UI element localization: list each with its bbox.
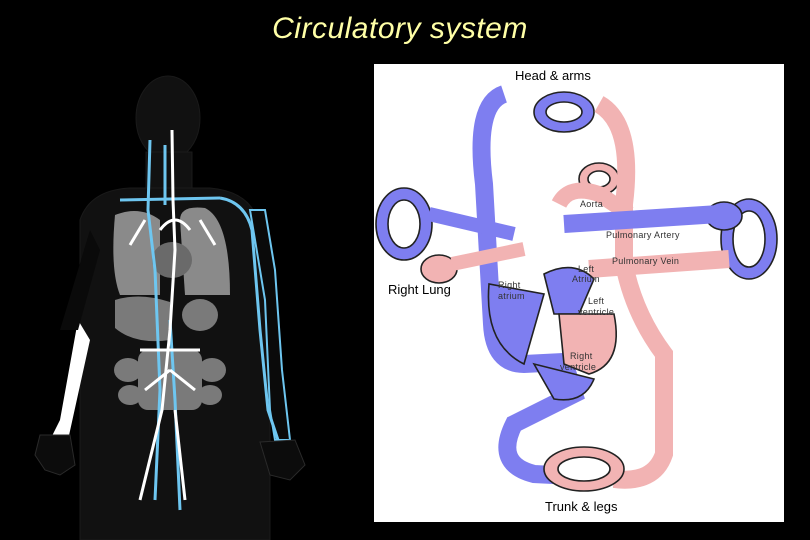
stomach	[182, 299, 218, 331]
label-right-ventricle-2: ventricle	[560, 362, 596, 372]
label-trunk-legs: Trunk & legs	[545, 499, 618, 514]
intestines	[114, 350, 226, 410]
label-right-ventricle-1: Right	[570, 351, 593, 361]
label-pulmonary-vein: Pulmonary Vein	[612, 256, 679, 266]
label-left-atrium-2: Atrium	[572, 274, 600, 284]
label-left-atrium-1: Left	[578, 264, 594, 274]
right-lung-loop	[376, 188, 457, 283]
label-right-atrium-2: atrium	[498, 291, 525, 301]
human-body-illustration	[20, 70, 340, 540]
heart	[152, 242, 192, 278]
right-hand	[35, 435, 75, 475]
label-head-arms: Head & arms	[515, 68, 591, 83]
pulmonary-artery	[564, 214, 719, 224]
label-left-lung: Left Lung	[712, 305, 766, 320]
label-right-atrium-1: Right	[498, 280, 521, 290]
aorta	[599, 104, 664, 480]
label-right-lung: Right Lung	[388, 282, 451, 297]
label-left-ventricle-1: Left	[588, 296, 604, 306]
body-silhouette	[80, 76, 270, 540]
label-pulmonary-artery: Pulmonary Artery	[606, 230, 680, 240]
label-left-ventricle-2: ventricle	[578, 307, 614, 317]
trunk-legs-capillary	[544, 447, 624, 491]
page-title: Circulatory system	[0, 12, 800, 46]
label-aorta: Aorta	[580, 199, 603, 209]
